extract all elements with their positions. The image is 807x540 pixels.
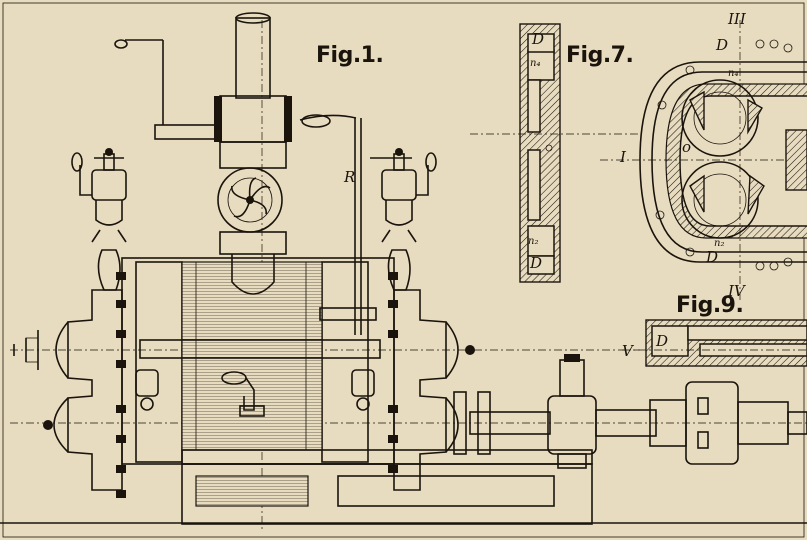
label-fig1: Fig.1. xyxy=(316,43,383,68)
right-lubricator xyxy=(370,148,437,291)
lower-rotor xyxy=(681,161,759,239)
cylinder-section-hatch xyxy=(181,261,323,451)
top-inlet-valve xyxy=(114,12,292,295)
label-d-fig9: D xyxy=(655,332,668,350)
base-slot-right xyxy=(337,475,555,507)
pulley-coupling xyxy=(649,381,807,465)
label-d-fig7-top: D xyxy=(531,30,544,48)
lower-oil-cups xyxy=(135,369,375,411)
fig1-machine-elevation xyxy=(10,12,807,530)
left-fitting-body xyxy=(25,337,39,363)
label-v: V xyxy=(622,342,635,360)
drain-cock xyxy=(221,371,265,417)
base-frame xyxy=(181,463,593,525)
left-lubricator xyxy=(71,148,127,291)
label-fig7: Fig.7. xyxy=(566,43,633,68)
flange-bolts xyxy=(43,272,475,498)
upper-rotor xyxy=(681,79,759,157)
label-n4-fig7: n₄ xyxy=(530,58,540,69)
label-iii: III xyxy=(727,10,747,28)
label-r: R xyxy=(343,168,355,186)
drive-shaft xyxy=(469,411,551,435)
coupling-disc-right xyxy=(477,391,491,455)
label-d-casing-top: D xyxy=(715,36,728,54)
fig9-section xyxy=(622,319,807,367)
label-n2-fig7: n₂ xyxy=(528,236,538,247)
label-o: o xyxy=(682,138,691,156)
casing-cross-section xyxy=(600,20,807,300)
label-fig9: Fig.9. xyxy=(676,293,743,318)
coupling-disc-left xyxy=(453,391,467,455)
right-end-cover xyxy=(393,289,447,491)
label-i: I xyxy=(619,148,627,166)
left-end-cover xyxy=(67,289,123,491)
label-n4: n₄ xyxy=(728,68,738,79)
r-lever xyxy=(299,114,377,335)
base-slot-left xyxy=(195,475,309,507)
shaft-extension xyxy=(595,409,657,437)
cross-rod xyxy=(139,339,381,359)
label-d-casing-bottom: D xyxy=(705,248,718,266)
label-iv: IV xyxy=(727,282,747,300)
casing-bolt-holes xyxy=(655,39,793,271)
left-cover-bosses xyxy=(53,321,69,453)
fig7-section xyxy=(470,23,640,283)
right-cover-bosses xyxy=(445,321,459,453)
label-d-fig7-bottom: D xyxy=(529,254,542,272)
label-n2: n₂ xyxy=(714,238,724,249)
